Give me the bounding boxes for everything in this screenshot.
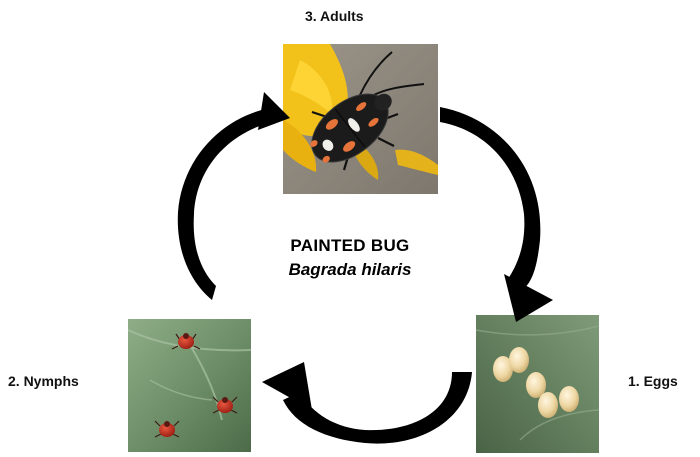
egg (538, 392, 558, 418)
common-name-title: PAINTED BUG (232, 236, 468, 256)
eggs-photo (476, 315, 599, 453)
stage-label-adults: 3. Adults (305, 8, 364, 24)
adults-photo (283, 44, 438, 194)
arrow-adults-to-eggs (440, 107, 553, 322)
nymphs-photo (128, 319, 251, 452)
egg (559, 386, 579, 412)
scientific-name-title: Bagrada hilaris (232, 260, 468, 280)
arrow-eggs-to-nymphs (262, 362, 472, 444)
stage-label-eggs: 1. Eggs (628, 373, 678, 389)
stage-label-nymphs: 2. Nymphs (8, 373, 79, 389)
egg (509, 347, 529, 373)
